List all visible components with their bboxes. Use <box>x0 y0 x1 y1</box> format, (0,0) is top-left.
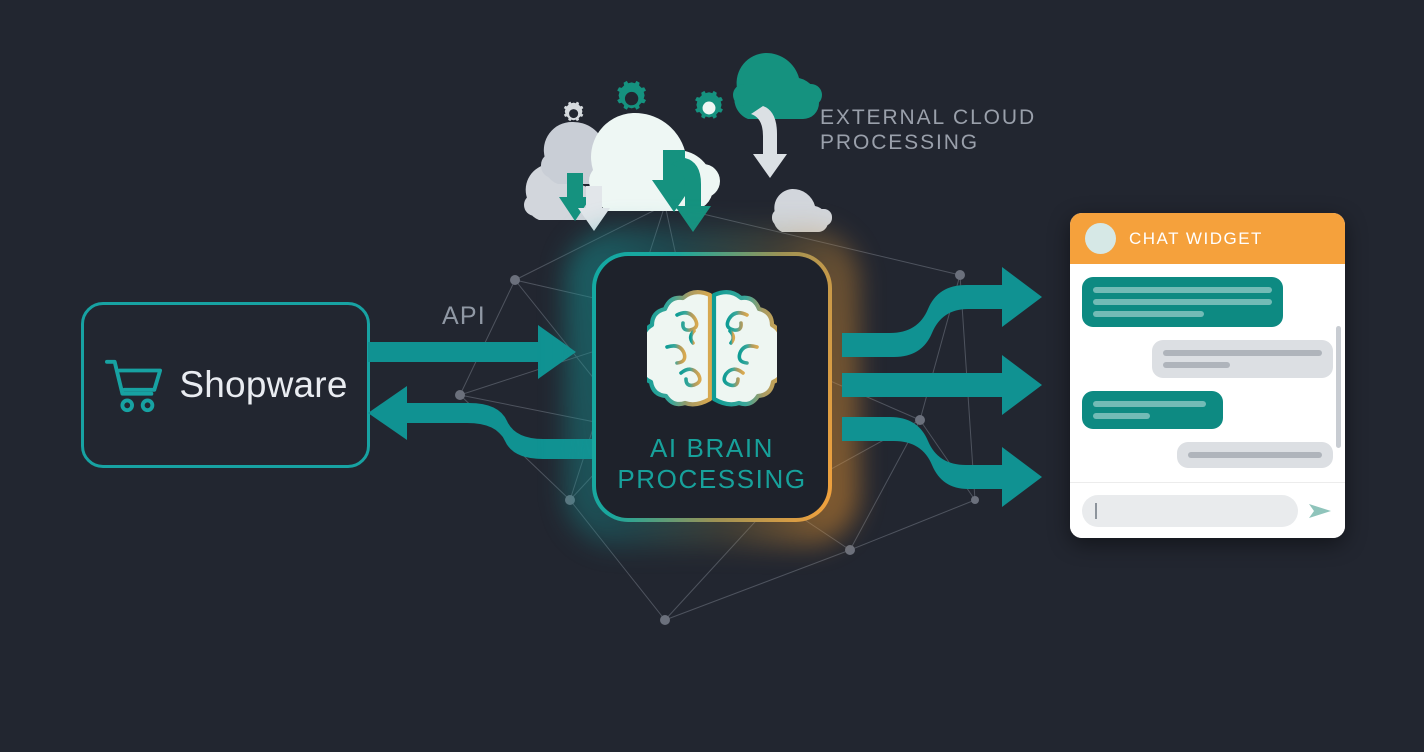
shopping-cart-icon <box>105 359 163 413</box>
list-item <box>1177 442 1333 468</box>
chat-widget-header: CHAT WIDGET <box>1070 213 1345 264</box>
ai-chip-title: AI BRAIN PROCESSING <box>617 433 806 494</box>
chat-input-row[interactable] <box>1070 482 1345 538</box>
list-item <box>1152 340 1333 378</box>
user-avatar-icon <box>1085 223 1116 254</box>
arrow-down-icon <box>751 106 787 178</box>
external-cloud-cluster <box>524 52 832 232</box>
chat-widget[interactable]: CHAT WIDGET <box>1070 213 1345 538</box>
cloud-caption: EXTERNAL CLOUD PROCESSING <box>820 106 1036 156</box>
cloud-caption-line2: PROCESSING <box>820 130 980 154</box>
chat-input[interactable] <box>1082 494 1298 527</box>
scrollbar[interactable] <box>1336 326 1341 448</box>
output-arrows <box>842 267 1042 507</box>
ai-brain-node[interactable]: AI BRAIN PROCESSING <box>592 252 832 522</box>
cloud-icon <box>772 188 832 232</box>
ai-chip-title-line1: AI BRAIN <box>649 433 775 464</box>
shopware-node[interactable]: Shopware <box>81 302 370 468</box>
gear-icon <box>563 101 584 122</box>
brain-icon <box>647 290 777 407</box>
chat-widget-title: CHAT WIDGET <box>1129 228 1263 248</box>
api-label: API <box>442 302 486 330</box>
arrow-right-icon <box>842 355 1042 415</box>
shopware-label: Shopware <box>179 364 348 405</box>
arrow-right-icon <box>842 417 1042 507</box>
arrow-right-icon <box>842 267 1042 357</box>
list-item <box>1082 277 1283 327</box>
arrow-left-icon <box>368 386 598 459</box>
list-item <box>1082 391 1223 429</box>
arrow-down-icon <box>671 158 711 232</box>
gear-icon <box>617 80 647 110</box>
gear-icon <box>695 90 723 119</box>
cloud-icon <box>733 52 822 119</box>
chat-message-list <box>1070 264 1345 482</box>
send-icon[interactable] <box>1307 499 1333 523</box>
api-connection-arrows <box>368 325 598 459</box>
arrow-down-icon <box>578 186 610 231</box>
text-caret <box>1095 502 1097 519</box>
cloud-caption-line1: EXTERNAL CLOUD <box>820 106 1037 129</box>
arrow-right-icon <box>368 325 576 379</box>
ai-chip-title-line2: PROCESSING <box>617 464 807 494</box>
